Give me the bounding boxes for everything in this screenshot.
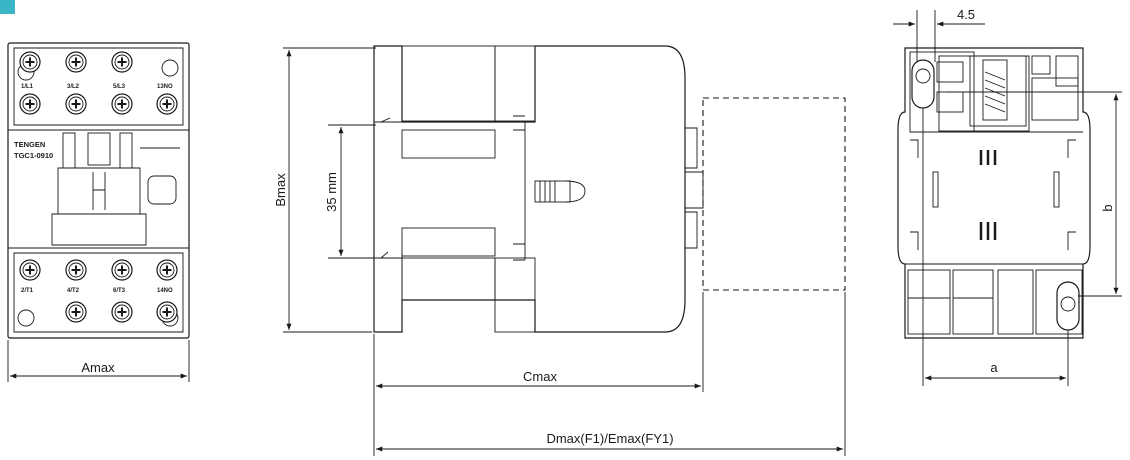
front-view: 1/L1 3/L2 5/L3 13NO TENGEN TGC1-0910 2/T… [7,42,190,382]
terminal-label-top-2: 3/L2 [67,84,80,90]
terminal-label-top-4: 13NO [157,84,173,90]
dimension-width-label: Amax [81,360,115,375]
back-view: 4.5 b a [893,7,1122,386]
terminal-label-bottom-3: 6/T3 [113,288,126,294]
dimension-depth-accessory-label: Dmax(F1)/Emax(FY1) [546,431,673,446]
dimension-rail-label: 35 mm [324,172,339,212]
dimension-hole-offset-label: 4.5 [957,7,975,22]
model-label: TGC1-0910 [14,151,53,160]
brand-label: TENGEN [14,140,45,149]
accent-marker [0,0,15,14]
terminal-label-top-3: 5/L3 [113,84,126,90]
terminal-label-top-1: 1/L1 [21,84,34,90]
terminal-label-bottom-4: 14NO [157,288,173,294]
dimension-depth-label: Cmax [523,369,557,384]
dimension-height-label: Bmax [273,173,288,207]
terminal-label-bottom-2: 4/T2 [67,288,80,294]
terminal-label-bottom-1: 2/T1 [21,288,34,294]
dimension-hole-horizontal-label: a [990,360,998,375]
dimension-hole-vertical-label: b [1100,204,1115,211]
side-view: Bmax 35 mm Cmax Dmax(F1)/Emax(FY1) [273,45,846,456]
